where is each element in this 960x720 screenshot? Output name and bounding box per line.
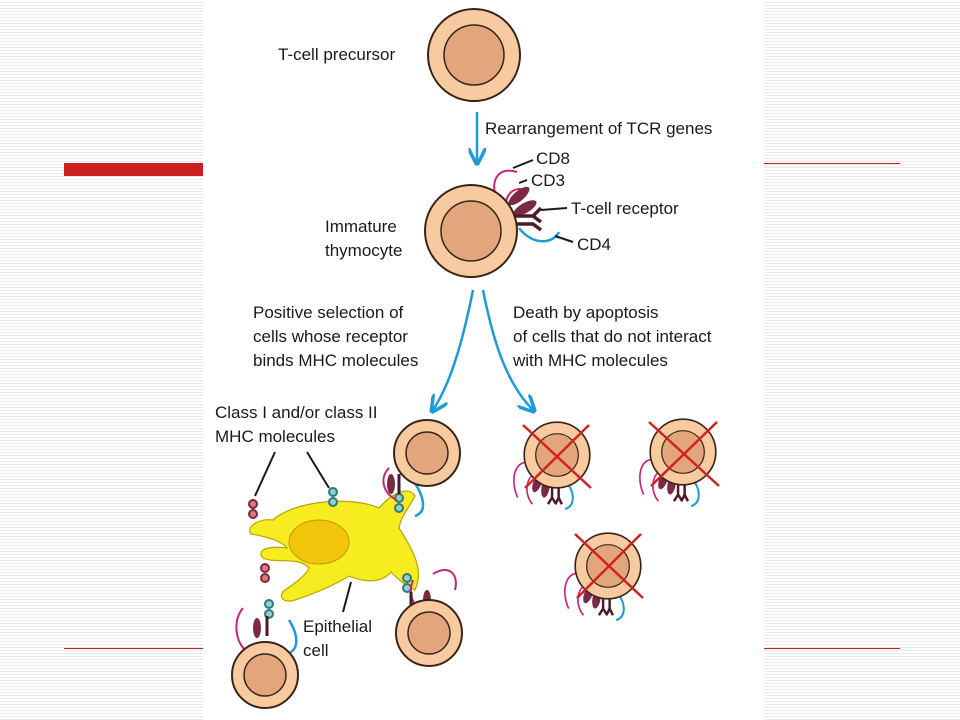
label-mhc-1: Class I and/or class II — [215, 403, 378, 422]
figure-panel: T-cell precursor Rearrangement of TCR ge… — [203, 0, 764, 720]
label-immature-2: thymocyte — [325, 241, 402, 260]
immature-thymocyte-cell — [424, 169, 561, 278]
label-positive-1: Positive selection of — [253, 303, 404, 322]
label-epithelial-2: cell — [303, 641, 329, 660]
label-death-3: with MHC molecules — [512, 351, 668, 370]
precursor-cell — [427, 8, 521, 102]
t-cell-selection-diagram: T-cell precursor Rearrangement of TCR ge… — [215, 8, 720, 709]
apoptotic-cell-1 — [512, 420, 592, 511]
apoptotic-cell-3 — [563, 531, 644, 622]
red-rule-bottom-right — [764, 648, 900, 649]
label-death-2: of cells that do not interact — [513, 327, 712, 346]
label-cd3: CD3 — [531, 171, 565, 190]
red-accent-bar — [64, 163, 204, 176]
selected-tcell-right — [395, 569, 463, 667]
arrow-apoptosis — [481, 289, 533, 410]
red-rule-bottom-left — [64, 648, 204, 649]
label-immature-1: Immature — [325, 217, 397, 236]
label-rearrangement: Rearrangement of TCR genes — [485, 119, 712, 138]
label-cd4: CD4 — [577, 235, 611, 254]
label-mhc-2: MHC molecules — [215, 427, 335, 446]
label-cd8: CD8 — [536, 149, 570, 168]
red-rule-top-right — [764, 163, 900, 164]
label-positive-2: cells whose receptor — [253, 327, 408, 346]
label-precursor: T-cell precursor — [278, 45, 395, 64]
epithelial-cell — [248, 487, 420, 619]
selected-tcell-top — [382, 419, 461, 518]
label-positive-3: binds MHC molecules — [253, 351, 418, 370]
apoptotic-cell-2 — [638, 417, 720, 508]
selected-tcell-bottom — [231, 607, 299, 709]
label-death-1: Death by apoptosis — [513, 303, 659, 322]
label-tcr: T-cell receptor — [571, 199, 679, 218]
arrow-positive-selection — [433, 289, 475, 410]
label-epithelial-1: Epithelial — [303, 617, 372, 636]
